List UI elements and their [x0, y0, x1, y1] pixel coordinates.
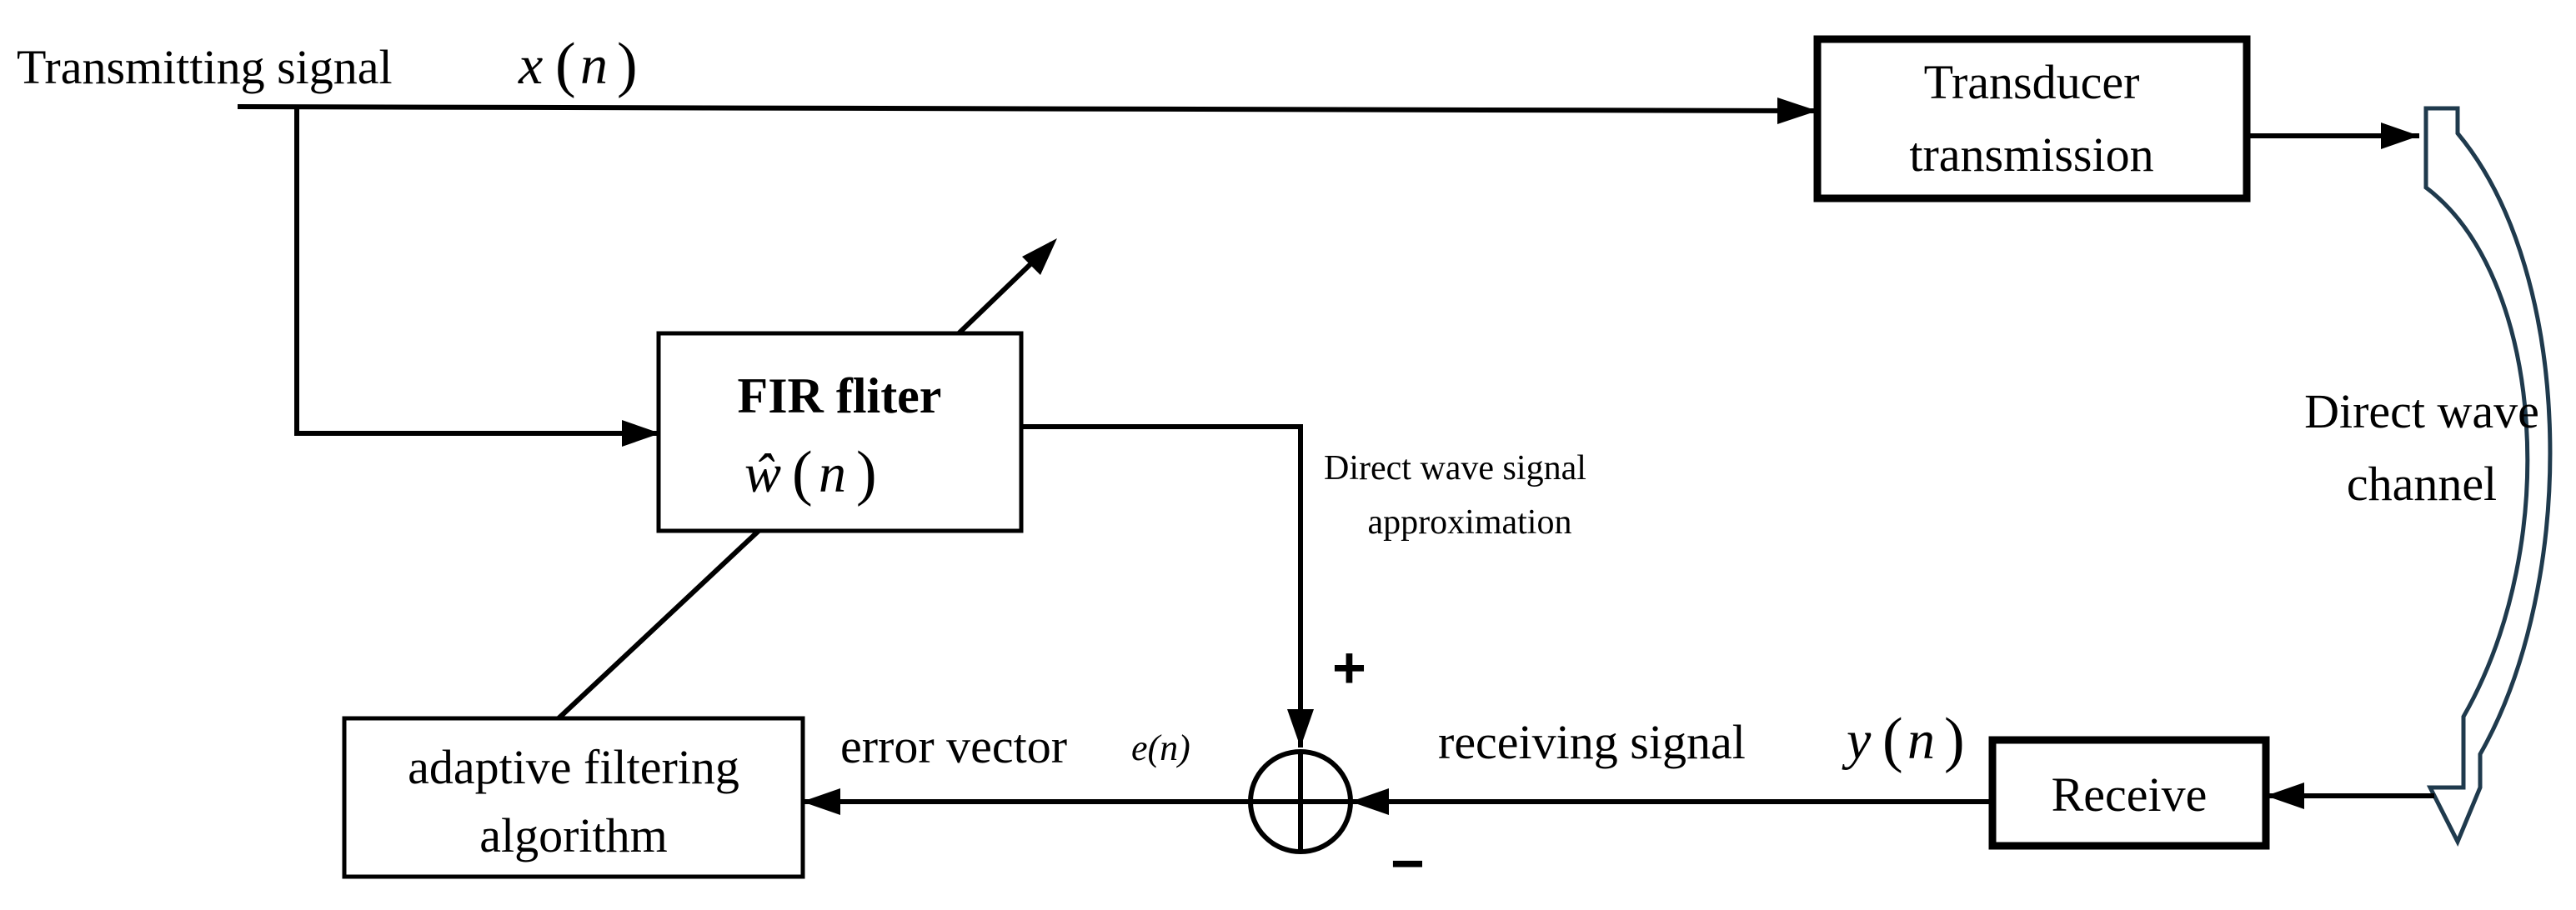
y-close-paren: ) — [1944, 706, 1965, 774]
y-var: y — [1842, 710, 1872, 771]
direct-wave-channel-line2: channel — [2347, 457, 2497, 511]
fir-filter-variable: ŵ ( n ) — [744, 439, 877, 508]
w-hat-var: ŵ — [744, 443, 781, 504]
arrow-to-summer — [1351, 788, 1389, 815]
y-open-paren: ( — [1882, 706, 1903, 774]
adaptive-label-line1: adaptive filtering — [408, 740, 739, 794]
w-index-var: n — [819, 443, 846, 504]
minus-sign: − — [1391, 831, 1425, 896]
transmitting-signal-label: Transmitting signal — [17, 40, 393, 94]
plus-sign: + — [1332, 635, 1366, 700]
x-index-var: n — [580, 35, 608, 96]
y-index-var: n — [1907, 710, 1935, 771]
fir-output-line — [1021, 424, 1303, 748]
arrow-to-receive — [2266, 782, 2304, 809]
receive-box — [1988, 736, 2270, 850]
transducer-label-line1: Transducer — [1924, 55, 2140, 109]
receiving-signal-label: receiving signal — [1438, 715, 1746, 769]
adaptive-diagonal-arrowhead — [1022, 238, 1057, 275]
receive-label: Receive — [2052, 768, 2208, 822]
arrow-to-summer-top — [1287, 709, 1314, 748]
adaptive-filtering-box — [342, 716, 805, 879]
transducer-label-line2: transmission — [1909, 128, 2153, 182]
fir-filter-box — [656, 331, 1024, 533]
approx-label-line2: approximation — [1368, 503, 1572, 542]
arrow-to-channel — [2381, 122, 2419, 149]
direct-wave-channel-line1: Direct wave — [2304, 384, 2539, 438]
approx-label-line1: Direct wave signal — [1324, 449, 1586, 488]
transmitting-signal-variable: x ( n ) — [518, 31, 638, 99]
summing-junction — [1248, 749, 1353, 854]
arrow-to-fir — [622, 420, 660, 447]
arrow-to-transducer — [1777, 98, 1817, 124]
x-close-paren: ) — [617, 31, 638, 99]
arrow-to-adaptive — [802, 788, 840, 815]
x-open-paren: ( — [555, 31, 576, 99]
fir-filter-title: FIR fliter — [738, 368, 942, 423]
error-vector-variable: e(n) — [1131, 728, 1190, 768]
x-var: x — [518, 35, 543, 96]
adaptive-label-line2: algorithm — [479, 808, 668, 862]
adaptive-to-fir-line — [556, 528, 761, 721]
branch-line-to-fir — [294, 107, 657, 436]
receiving-signal-variable: y ( n ) — [1842, 706, 1965, 774]
error-vector-label: error vector — [840, 719, 1067, 773]
direct-wave-channel-arrow — [2423, 106, 2553, 847]
w-open-paren: ( — [792, 439, 813, 508]
transducer-transmission-box — [1813, 35, 2251, 202]
signal-line-top — [237, 104, 1818, 113]
w-close-paren: ) — [856, 439, 877, 508]
